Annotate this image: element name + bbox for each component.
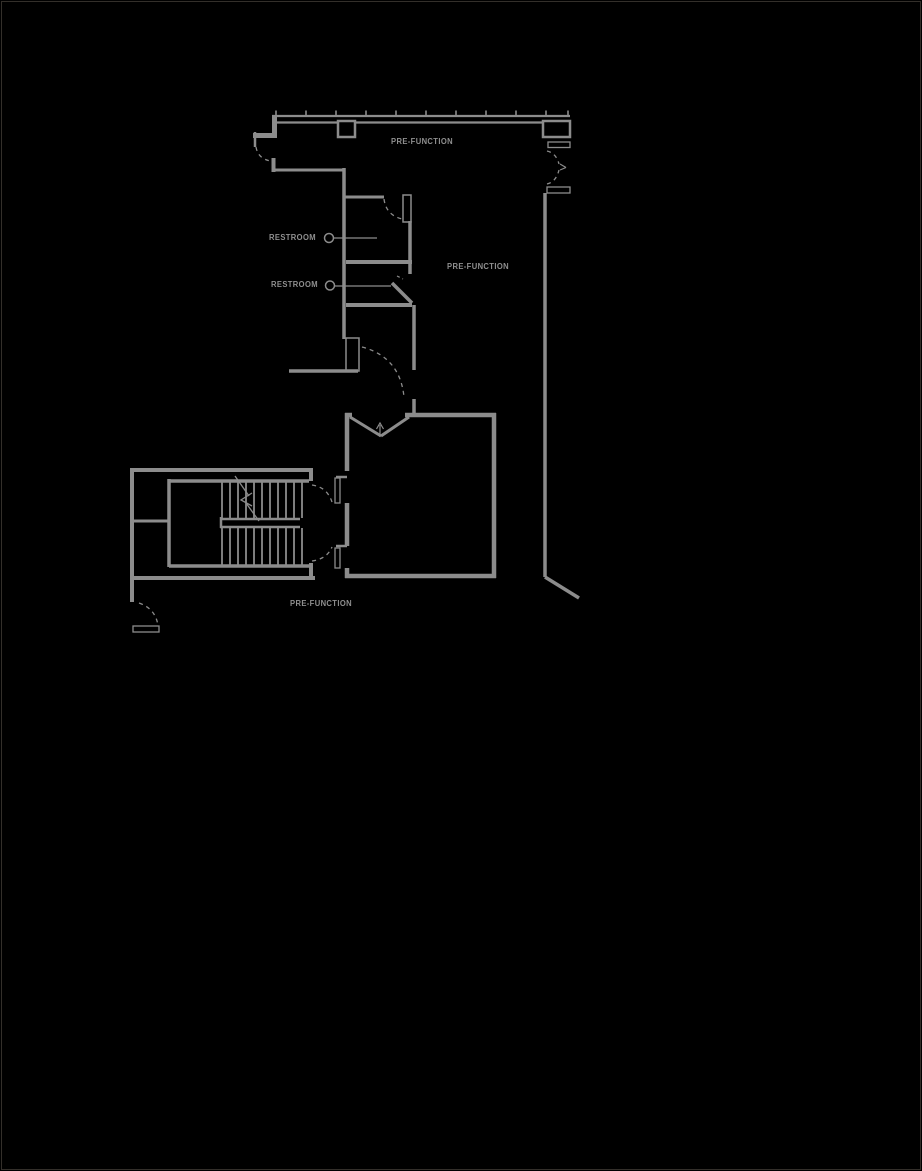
door-leaf	[390, 281, 414, 305]
column	[336, 119, 357, 139]
door-swing-arc	[546, 150, 560, 165]
stairwell	[130, 468, 333, 602]
keynote-leaders	[323, 232, 391, 291]
wall-break-diagonal	[544, 575, 580, 600]
door-swing-arc	[138, 602, 159, 627]
door-swing-arc	[396, 275, 404, 280]
door-jamb	[546, 186, 571, 194]
door-leaf	[349, 415, 382, 438]
door-swing-arc	[546, 169, 560, 185]
northwest-wall-and-door	[253, 116, 345, 172]
door-swing-arc	[311, 546, 333, 562]
east-wall	[543, 141, 580, 600]
room-label-pre-function-lower: PRE-FUNCTION	[290, 599, 352, 608]
meeting-room	[334, 412, 497, 579]
door-swing-arc	[383, 198, 403, 220]
keynote-circle-icon	[323, 232, 335, 244]
door-leaf	[380, 415, 410, 438]
corridor-walls	[289, 305, 416, 414]
door-swing-arc	[255, 146, 272, 162]
door-jamb	[345, 337, 360, 372]
southwest-door	[132, 602, 160, 633]
door-swing-arc	[361, 346, 405, 398]
exit-arrow-icon	[375, 421, 385, 437]
restroom-block	[342, 168, 414, 339]
stair-break-symbol-icon	[234, 475, 260, 522]
door-jamb	[547, 141, 571, 149]
door-leaf	[334, 477, 341, 504]
north-curtain-wall	[272, 110, 572, 139]
door-leaf	[334, 547, 341, 569]
door-leaf	[402, 194, 412, 223]
column	[541, 119, 572, 139]
room-label-restroom-upper: RESTROOM	[269, 233, 316, 242]
room-label-restroom-lower: RESTROOM	[271, 280, 318, 289]
door-leaf	[132, 625, 160, 633]
stair-treads-upper	[221, 482, 303, 518]
stair-treads-lower	[221, 528, 303, 565]
room-label-pre-function-top: PRE-FUNCTION	[391, 137, 453, 146]
keynote-circle-icon	[324, 280, 336, 291]
room-label-pre-function-middle: PRE-FUNCTION	[447, 262, 509, 271]
door-swing-arc	[311, 484, 333, 503]
